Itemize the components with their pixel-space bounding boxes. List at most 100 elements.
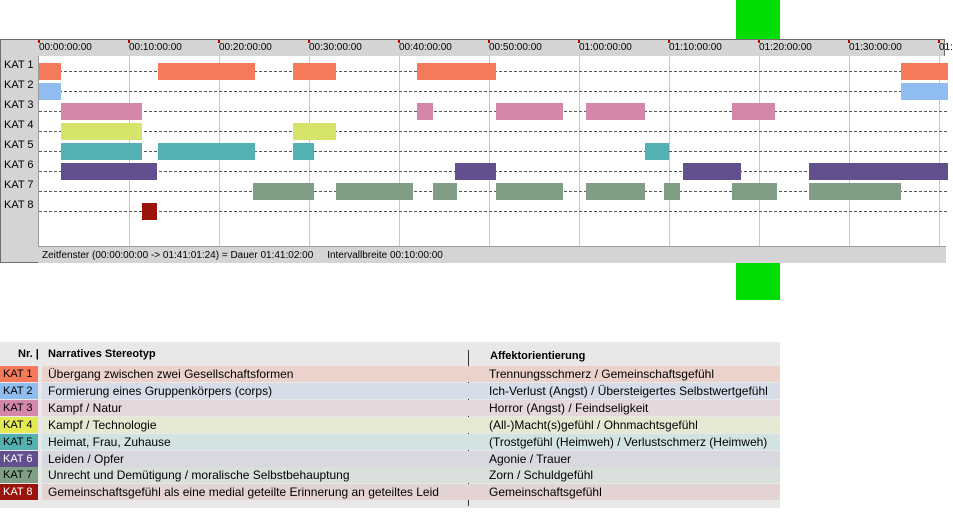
timeline-segment[interactable] [253,183,315,200]
time-tick-mark [38,40,40,43]
time-tick-mark [308,40,310,43]
category-label: KAT 4 [4,119,34,131]
legend-row-background [42,382,780,399]
legend-affect: (Trostgefühl (Heimweh) / Verlustschmerz … [489,434,768,449]
legend-row-background [42,366,780,382]
legend-row-background [42,433,780,450]
timeline-segment[interactable] [39,63,61,80]
timeline-segment[interactable] [60,123,142,140]
time-tick-mark [398,40,400,43]
legend-header-nr: Nr. | [18,348,39,360]
timeline-segment[interactable] [157,143,255,160]
legend-affect: Trennungsschmerz / Gemeinschaftsgefühl [489,367,714,381]
timeline-segment[interactable] [157,63,255,80]
legend-header-affect: Affektorientierung [490,350,586,362]
legend-affect: Ich-Verlust (Angst) / Übersteigertes Sel… [489,383,768,398]
timeline-plot[interactable] [38,56,948,246]
timeline-segment[interactable] [141,203,157,220]
timeline-segment[interactable] [663,183,680,200]
timeline-segment[interactable] [586,183,645,200]
green-marker-bottom [736,263,780,300]
category-row-line [39,91,947,92]
timeline-segment[interactable] [60,163,157,180]
timeline-segment[interactable] [496,183,563,200]
time-tick-label: 01:00:00:00 [579,42,632,53]
time-tick-label: 00:20:00:00 [219,42,272,53]
legend-row-background [42,399,780,416]
time-tick-label: 01: [939,42,953,53]
timeline-segment[interactable] [901,83,948,100]
timeline-segment[interactable] [417,103,434,120]
timeline-segment[interactable] [417,63,497,80]
category-row-line [39,131,947,132]
timeline-segment[interactable] [496,103,563,120]
time-tick-label: 00:50:00:00 [489,42,542,53]
time-tick-label: 00:40:00:00 [399,42,452,53]
legend-affect: Horror (Angst) / Feindseligkeit [489,400,649,415]
legend-table: Nr. | Narratives Stereotyp Affektorienti… [0,342,780,508]
time-tick-mark [848,40,850,43]
legend-row-background [42,484,780,501]
category-label: KAT 1 [4,59,34,71]
timeline-segment[interactable] [586,103,645,120]
category-label: KAT 7 [4,179,34,191]
timeline-segment[interactable] [433,183,457,200]
legend-affect: Zorn / Schuldgefühl [489,468,594,483]
timeline-segment[interactable] [809,183,902,200]
legend-stereotype: Heimat, Frau, Zuhause [48,434,171,449]
timeline-segment[interactable] [60,143,142,160]
time-tick-mark [758,40,760,43]
timeline-segment[interactable] [336,183,413,200]
time-tick-mark [488,40,490,43]
time-tick-mark [668,40,670,43]
time-tick-mark [218,40,220,43]
legend-row-background [42,467,780,484]
legend-category-swatch: KAT 3 [0,399,38,416]
timeline-segment[interactable] [292,143,315,160]
category-label: KAT 2 [4,79,34,91]
legend-row: KAT 3 Kampf / Natur Horror (Angst) / Feind… [0,399,780,416]
time-tick-mark [578,40,580,43]
time-tick-mark [128,40,130,43]
timeline-segment[interactable] [683,163,741,180]
timeline-segment[interactable] [454,163,497,180]
legend-affect: Gemeinschaftsgefühl [489,485,602,500]
legend-stereotype: Formierung eines Gruppenkörpers (corps) [48,383,273,398]
legend-stereotype: Unrecht und Demütigung / moralische Selb… [48,468,350,483]
legend-affect: Agonie / Trauer [489,451,572,466]
time-tick-label: 00:30:00:00 [309,42,362,53]
legend-row: KAT 8 Gemeinschaftsgefühl als eine medial… [0,484,780,501]
timeline-segment[interactable] [292,63,336,80]
legend-stereotype: Leiden / Opfer [48,451,125,466]
legend-row-background [42,416,780,433]
legend-header-stereotype: Narratives Stereotyp [48,348,156,360]
category-row-line [39,151,947,152]
timeline-segment[interactable] [732,183,777,200]
legend-stereotype: Kampf / Natur [48,400,123,415]
category-label: KAT 3 [4,99,34,111]
category-label: KAT 5 [4,139,34,151]
timeline-segment[interactable] [901,63,948,80]
time-tick-label: 00:00:00:00 [39,42,92,53]
timeline-segment[interactable] [292,123,336,140]
timeline-segment[interactable] [809,163,948,180]
legend-category-swatch: KAT 8 [0,484,38,501]
time-tick-label: 01:30:00:00 [849,42,902,53]
category-label: KAT 8 [4,199,34,211]
legend-category-swatch: KAT 4 [0,416,38,433]
timeline-segment[interactable] [60,103,142,120]
legend-stereotype: Gemeinschaftsgefühl als eine medial gete… [48,485,439,500]
category-label: KAT 6 [4,159,34,171]
legend-row-background [42,450,780,467]
timeline-segment[interactable] [732,103,776,120]
timeline-segment[interactable] [39,83,61,100]
timeline-segment[interactable] [644,143,669,160]
legend-category-swatch: KAT 2 [0,382,38,399]
